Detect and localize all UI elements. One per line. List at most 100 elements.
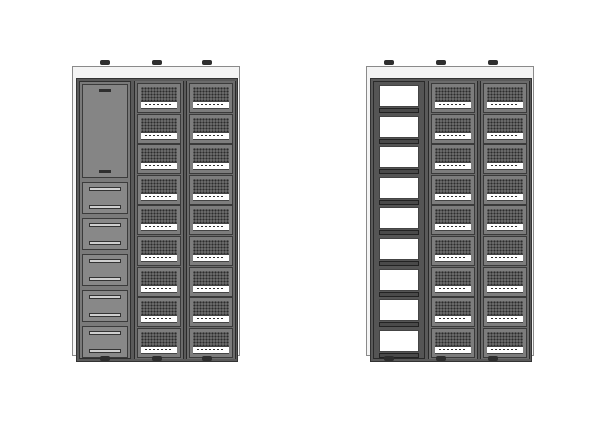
port-strip bbox=[193, 315, 229, 324]
patch-panel-unit bbox=[483, 174, 527, 205]
patch-panel-unit bbox=[431, 327, 475, 358]
patch-panel-unit bbox=[189, 266, 233, 297]
vent-mesh bbox=[193, 301, 229, 316]
mounting-rail bbox=[379, 108, 419, 113]
port-strip bbox=[193, 131, 229, 140]
port-strip bbox=[487, 254, 523, 262]
mounting-rail bbox=[379, 199, 419, 205]
mounting-rail bbox=[379, 261, 419, 266]
vent-mesh bbox=[141, 301, 177, 316]
bottom-foot bbox=[436, 356, 446, 361]
patch-panel-column bbox=[134, 81, 184, 359]
patch-panel-unit bbox=[189, 113, 233, 144]
patch-panel-unit bbox=[189, 144, 233, 175]
vent-mesh bbox=[141, 270, 177, 285]
patch-panel-unit bbox=[189, 327, 233, 358]
shelf-panel bbox=[82, 218, 128, 250]
patch-panel-unit bbox=[189, 205, 233, 236]
top-foot bbox=[488, 60, 498, 65]
vent-mesh bbox=[193, 117, 229, 132]
port-strip bbox=[487, 101, 523, 109]
left-cabinet bbox=[72, 58, 240, 364]
patch-panel-unit bbox=[137, 205, 181, 236]
port-strip bbox=[487, 223, 523, 232]
patch-panel-unit bbox=[483, 327, 527, 358]
patch-panel-column bbox=[428, 81, 478, 359]
patch-panel-unit bbox=[189, 83, 233, 113]
port-strip bbox=[435, 162, 471, 171]
port-strip bbox=[487, 162, 523, 171]
port-strip bbox=[435, 192, 471, 201]
vent-mesh bbox=[435, 301, 471, 316]
cabinet-interior bbox=[370, 78, 532, 362]
port-strip bbox=[487, 345, 523, 354]
vent-mesh bbox=[435, 331, 471, 346]
patch-panel-unit bbox=[431, 266, 475, 297]
patch-panel-unit bbox=[189, 236, 233, 266]
port-strip bbox=[435, 131, 471, 140]
bottom-foot bbox=[152, 356, 162, 361]
top-foot bbox=[384, 60, 394, 65]
open-slot bbox=[379, 299, 419, 322]
mounting-rail bbox=[379, 322, 419, 328]
shelf-panel bbox=[82, 290, 128, 322]
patch-panel-unit bbox=[137, 144, 181, 175]
patch-panel-unit bbox=[137, 327, 181, 358]
vent-mesh bbox=[193, 87, 229, 101]
port-strip bbox=[193, 254, 229, 262]
patch-panel-unit bbox=[431, 174, 475, 205]
patch-panel-unit bbox=[483, 113, 527, 144]
port-strip bbox=[487, 315, 523, 324]
bottom-foot bbox=[202, 356, 212, 361]
open-slot bbox=[379, 176, 419, 199]
open-slot bbox=[379, 329, 419, 352]
top-foot bbox=[100, 60, 110, 65]
port-strip bbox=[435, 101, 471, 109]
port-strip bbox=[141, 345, 177, 354]
port-strip bbox=[193, 223, 229, 232]
bottom-foot bbox=[488, 356, 498, 361]
port-strip bbox=[435, 284, 471, 293]
patch-panel-unit bbox=[483, 297, 527, 328]
port-strip bbox=[141, 162, 177, 171]
patch-panel-unit bbox=[137, 174, 181, 205]
vent-mesh bbox=[487, 240, 523, 254]
vent-mesh bbox=[435, 178, 471, 193]
patch-panel-unit bbox=[137, 266, 181, 297]
port-strip bbox=[435, 315, 471, 324]
vent-mesh bbox=[435, 117, 471, 132]
vent-mesh bbox=[435, 87, 471, 101]
vent-mesh bbox=[141, 331, 177, 346]
vent-mesh bbox=[487, 301, 523, 316]
vent-mesh bbox=[487, 148, 523, 163]
mounting-rail bbox=[379, 352, 419, 358]
port-strip bbox=[193, 162, 229, 171]
port-strip bbox=[141, 223, 177, 232]
patch-panel-unit bbox=[483, 83, 527, 113]
open-slot bbox=[379, 115, 419, 138]
patch-panel-unit bbox=[137, 297, 181, 328]
patch-panel-unit bbox=[189, 297, 233, 328]
vent-mesh bbox=[487, 331, 523, 346]
patch-panel-column bbox=[186, 81, 236, 359]
patch-panel-unit bbox=[431, 113, 475, 144]
port-strip bbox=[141, 131, 177, 140]
top-foot bbox=[202, 60, 212, 65]
patch-panel-unit bbox=[431, 83, 475, 113]
vent-mesh bbox=[487, 270, 523, 285]
port-strip bbox=[141, 284, 177, 293]
patch-panel-unit bbox=[483, 144, 527, 175]
bottom-foot bbox=[384, 356, 394, 361]
vent-mesh bbox=[193, 148, 229, 163]
vent-mesh bbox=[193, 240, 229, 254]
cabinet-interior bbox=[76, 78, 238, 362]
patch-panel-column bbox=[480, 81, 530, 359]
cabinet-frame bbox=[72, 66, 240, 362]
port-strip bbox=[193, 345, 229, 354]
open-slot bbox=[379, 268, 419, 291]
port-strip bbox=[435, 254, 471, 262]
mounting-rail bbox=[379, 291, 419, 297]
vent-mesh bbox=[435, 209, 471, 224]
vent-mesh bbox=[193, 331, 229, 346]
vent-mesh bbox=[435, 270, 471, 285]
